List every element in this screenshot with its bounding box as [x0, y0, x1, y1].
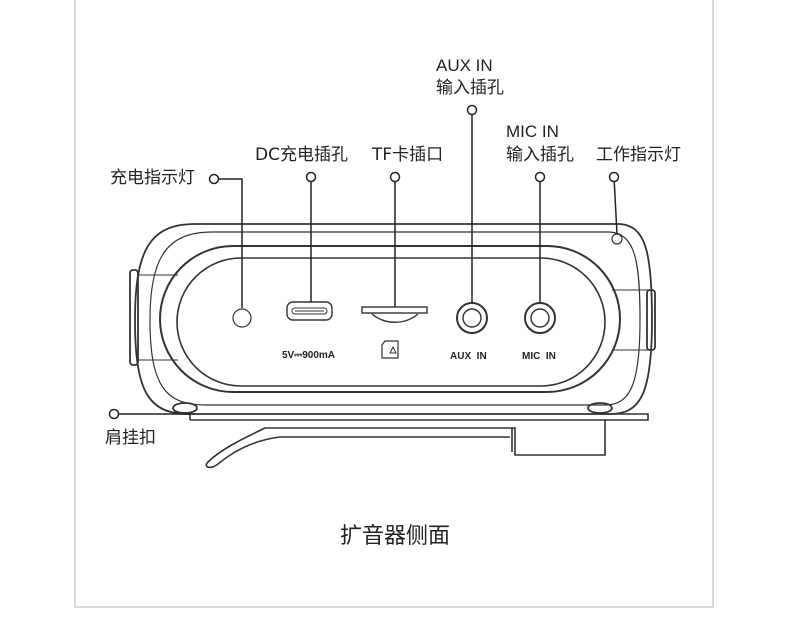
charge-led [232, 308, 252, 328]
port-panel [159, 245, 621, 393]
power-rating-text: 5V⎓900mA [282, 350, 335, 361]
belt-clip [189, 413, 649, 469]
label-mic-en: MIC IN [506, 122, 559, 141]
caption: 扩音器侧面 [339, 524, 450, 549]
work-led [611, 233, 623, 245]
label-aux-cn: 输入插孔 [436, 78, 504, 98]
mic-jack [524, 302, 556, 334]
label-tf-slot: TF卡插口 [372, 145, 444, 165]
dc-port [286, 301, 333, 321]
label-aux-en: AUX IN [436, 56, 493, 75]
aux-port-text: AUX IN [450, 351, 487, 362]
tf-slot [361, 306, 428, 359]
content-frame [74, 0, 714, 608]
label-work-indicator: 工作指示灯 [596, 145, 681, 165]
label-clip: 肩挂扣 [105, 428, 156, 448]
aux-jack [456, 302, 488, 334]
callouts [108, 104, 620, 420]
label-charge-indicator: 充电指示灯 [110, 168, 195, 188]
label-dc-port: DC充电插孔 [255, 145, 348, 165]
mic-port-text: MIC IN [522, 351, 556, 362]
label-mic-cn: 输入插孔 [506, 145, 574, 165]
